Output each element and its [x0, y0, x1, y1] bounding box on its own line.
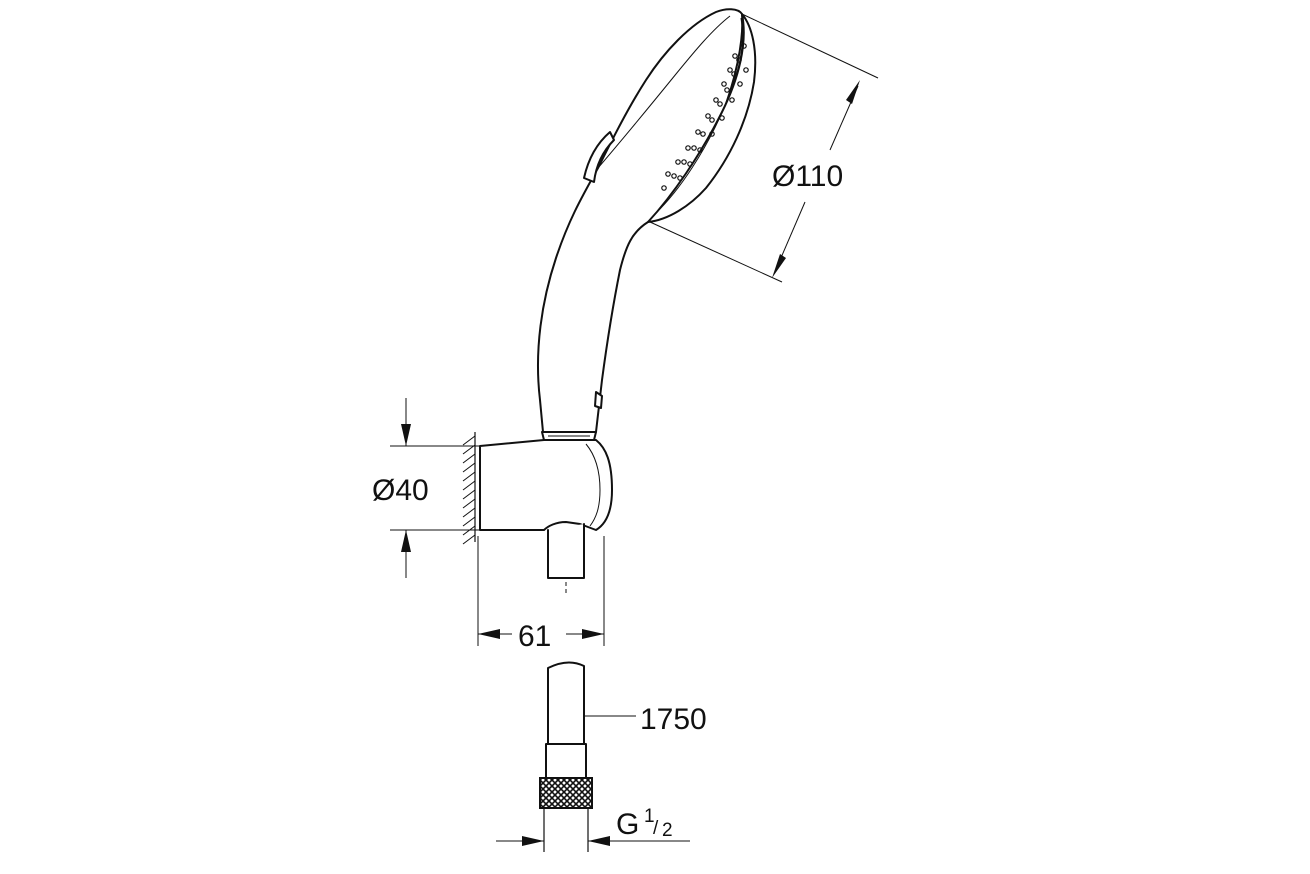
- spray-nozzle: [717, 101, 723, 107]
- dimension-holder-depth: 61: [477, 536, 605, 653]
- hose-lower: [547, 661, 585, 745]
- spray-nozzle: [724, 87, 730, 93]
- shower-handle-outline: [536, 8, 744, 433]
- spray-nozzle: [737, 81, 743, 87]
- wall-hatch-line: [462, 453, 476, 464]
- wall-holder: [462, 432, 613, 596]
- wall-hatch-line: [462, 498, 476, 509]
- holder-diameter-label: Ø40: [372, 474, 429, 507]
- holder-depth-label: 61: [518, 620, 551, 653]
- wall-hatch-line: [462, 534, 476, 545]
- spray-nozzle: [697, 147, 703, 153]
- hose-end: [539, 661, 593, 852]
- spray-nozzle: [705, 113, 711, 119]
- spray-nozzle: [687, 161, 693, 167]
- spray-nozzle: [713, 97, 719, 103]
- spray-nozzle: [677, 175, 683, 181]
- spray-nozzle: [671, 173, 677, 179]
- spray-nozzle: [721, 81, 727, 87]
- hose-length-label: 1750: [640, 703, 707, 736]
- spray-nozzle: [665, 171, 671, 177]
- wall-hatch-line: [462, 471, 476, 482]
- shower-head-seam: [597, 15, 731, 169]
- spray-nozzles: [661, 43, 749, 191]
- shower-head-face: [647, 13, 757, 223]
- spray-nozzle: [681, 159, 687, 165]
- spray-nozzle: [675, 159, 681, 165]
- hose-ferrule: [545, 743, 587, 779]
- wall-hatch-line: [462, 462, 476, 473]
- thread-slash: /: [653, 818, 659, 839]
- knurled-nut: [539, 777, 593, 809]
- spray-nozzle: [743, 67, 749, 73]
- dimension-hose-length: 1750: [584, 703, 707, 736]
- wall-hatching: [462, 435, 476, 545]
- holder-body: [479, 439, 613, 531]
- spray-nozzle: [691, 145, 697, 151]
- spray-nozzle: [729, 97, 735, 103]
- thread-numerator: 1: [644, 806, 655, 827]
- wall-hatch-line: [462, 480, 476, 491]
- spray-nozzle: [709, 131, 715, 137]
- spray-nozzle: [719, 115, 725, 121]
- wall-hatch-line: [462, 489, 476, 500]
- wall-hatch-line: [462, 516, 476, 527]
- handle-side-tab: [594, 391, 603, 409]
- thread-label: G: [616, 808, 639, 841]
- spray-nozzle: [661, 185, 667, 191]
- thread-denominator: 2: [662, 820, 673, 841]
- spray-nozzle: [695, 129, 701, 135]
- spray-nozzle: [709, 117, 715, 123]
- hose-upper: [547, 523, 585, 579]
- dimension-holder-diameter: Ø40: [372, 398, 480, 578]
- spray-nozzle: [736, 57, 742, 63]
- spray-nozzle: [727, 67, 733, 73]
- spray-nozzle: [741, 43, 747, 49]
- wall-hatch-line: [462, 435, 476, 446]
- hand-shower: [536, 8, 757, 441]
- dimension-thread: G 1 / 2: [496, 806, 690, 846]
- spray-nozzle: [700, 131, 706, 137]
- head-diameter-label: Ø110: [772, 160, 843, 193]
- wall-hatch-line: [462, 507, 476, 518]
- spray-nozzle: [685, 145, 691, 151]
- spray-nozzle: [731, 71, 737, 77]
- spray-selector-button: [583, 131, 615, 183]
- spray-nozzle: [732, 53, 738, 59]
- dimension-head-diameter: Ø110: [649, 13, 879, 283]
